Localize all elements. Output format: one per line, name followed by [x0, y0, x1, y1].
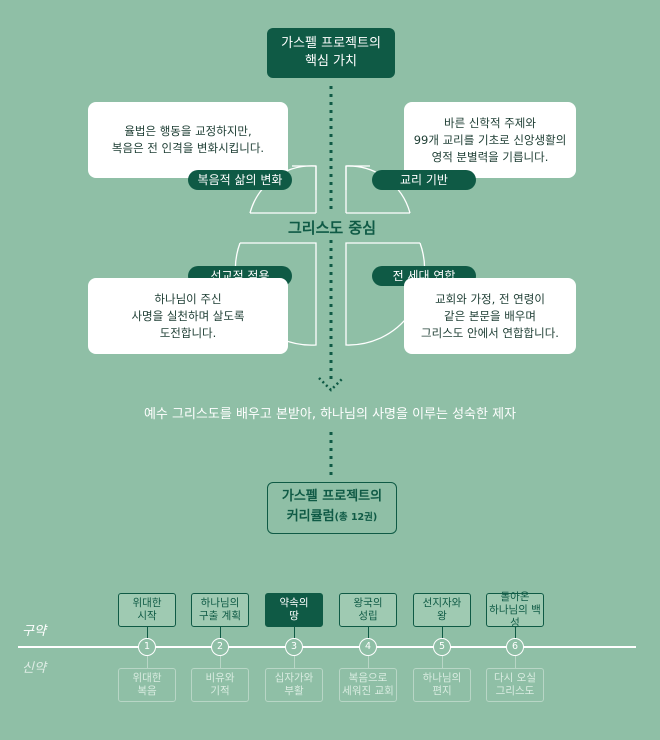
timeline-tick [515, 656, 516, 668]
card-text: 율법은 행동을 교정하지만, [124, 124, 252, 138]
card-text: 그리스도 안에서 연합합니다. [421, 325, 559, 340]
card-text: 99개 교리를 기초로 신앙생활의 [413, 132, 567, 147]
book-title: 왕국의 [353, 597, 383, 609]
timeline-node: 6 [506, 638, 524, 656]
book-title: 다시 오실 [494, 672, 536, 684]
card-top-right: 바른 신학적 주제와 99개 교리를 기초로 신앙생활의 영적 분별력을 기릅니… [404, 102, 576, 178]
book-title: 위대한 [132, 597, 162, 609]
timeline-node: 1 [138, 638, 156, 656]
book-title: 하나님의 백성 [489, 603, 541, 629]
timeline-node: 3 [285, 638, 303, 656]
book-title: 구출 계획 [199, 610, 241, 622]
timeline-tick [368, 656, 369, 668]
book-title: 하나님의 [422, 672, 462, 684]
card-text: 바른 신학적 주제와 [444, 115, 536, 130]
book-title: 위대한 [132, 672, 162, 684]
core-values-title: 가스펠 프로젝트의 핵심 가치 [267, 28, 395, 78]
timeline-tick [294, 627, 295, 639]
book-title: 비유와 [205, 672, 235, 684]
tagline: 예수 그리스도를 배우고 본받아, 하나님의 사명을 이루는 성숙한 제자 [143, 407, 517, 422]
card-text: 도전합니다. [159, 325, 217, 340]
card-text: 복음은 전 인격을 변화시킵니다. [111, 141, 265, 155]
book-title: 돌아온 [500, 590, 530, 603]
book-title: 기적 [210, 685, 230, 697]
card-text: 교회와 가정, 전 연령이 [435, 291, 545, 306]
timeline-node: 2 [211, 638, 229, 656]
book-title: 세워진 교회 [342, 685, 394, 697]
card-top-left: 율법은 행동을 교정하지만, 복음은 전 인격을 변화시킵니다. [88, 102, 288, 178]
book-title: 시작 [137, 610, 157, 622]
card-bottom-left: 하나님이 주신 사명을 실천하며 살도록 도전합니다. [88, 278, 288, 354]
book-title: 땅 [289, 610, 299, 622]
card-text: 하나님이 주신 [154, 291, 222, 306]
pill-gospel-life-change: 복음적 삶의 변화 [188, 170, 292, 190]
center-title: 그리스도 중심 [287, 219, 377, 237]
curriculum-title-line2: 커리큘럼(총 12권) [268, 507, 396, 528]
book-title: 십자가와 [274, 672, 314, 684]
book-title: 선지자와 [422, 597, 462, 609]
book-title: 약속의 [279, 597, 309, 609]
core-values-title-line2: 핵심 가치 [305, 54, 357, 69]
timeline-node: 4 [359, 638, 377, 656]
timeline-tick [368, 627, 369, 639]
pill-doctrine-base: 교리 기반 [372, 170, 476, 190]
timeline-tick [220, 627, 221, 639]
curriculum-count: (총 12권) [334, 512, 378, 523]
timeline-node: 5 [433, 638, 451, 656]
book-title: 하나님의 [200, 597, 240, 609]
diagram-connectors [234, 86, 426, 475]
chevron-down-icon [318, 377, 344, 392]
timeline-tick [147, 656, 148, 668]
book-title: 성립 [358, 610, 378, 622]
card-text: 영적 분별력을 기릅니다. [431, 149, 549, 164]
core-values-title-line1: 가스펠 프로젝트의 [281, 36, 381, 51]
card-text: 같은 본문을 배우며 [444, 308, 536, 323]
card-text: 사명을 실천하며 살도록 [131, 308, 245, 323]
timeline-tick [442, 627, 443, 639]
timeline-tick [515, 627, 516, 639]
book-title: 복음으로 [348, 672, 388, 684]
book-title: 편지 [432, 685, 452, 697]
timeline-tick [147, 627, 148, 639]
timeline-tick [220, 656, 221, 668]
timeline-tick [442, 656, 443, 668]
book-title: 복음 [137, 685, 157, 697]
curriculum-title-line1: 가스펠 프로젝트의 [281, 489, 383, 504]
timeline-tick [294, 656, 295, 668]
old-testament-label: 구약 [22, 624, 46, 639]
book-title: 왕 [437, 610, 447, 622]
timeline-line [18, 646, 636, 648]
curriculum-main: 커리큘럼 [286, 509, 335, 524]
book-title: 부활 [284, 685, 304, 697]
curriculum-title: 가스펠 프로젝트의 커리큘럼(총 12권) [267, 482, 397, 534]
book-title: 그리스도 [495, 685, 535, 697]
card-bottom-right: 교회와 가정, 전 연령이 같은 본문을 배우며 그리스도 안에서 연합합니다. [404, 278, 576, 354]
new-testament-label: 신약 [22, 661, 46, 676]
